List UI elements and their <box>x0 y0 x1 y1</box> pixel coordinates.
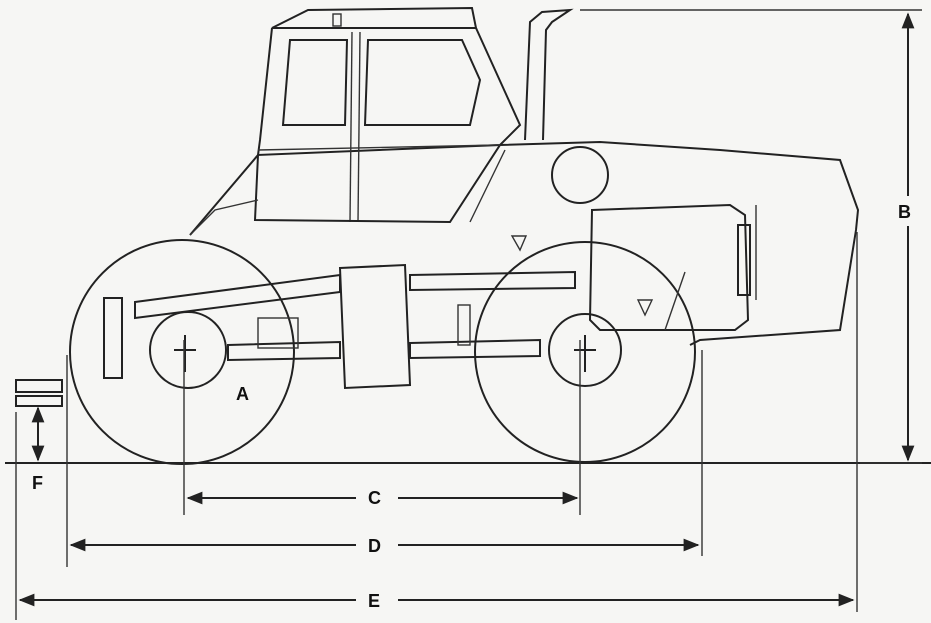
drawbar <box>15 379 63 407</box>
label-c: C <box>368 488 381 508</box>
label-d: D <box>368 536 381 556</box>
front-wheel <box>474 241 696 463</box>
label-a: A <box>236 384 249 404</box>
body <box>189 8 860 346</box>
rear-wheel <box>69 239 295 465</box>
label-b: B <box>898 202 911 222</box>
drivetrain <box>134 235 686 390</box>
label-f: F <box>32 473 43 493</box>
label-e: E <box>368 591 380 611</box>
cab <box>256 6 522 223</box>
dimension-lines <box>15 9 922 620</box>
